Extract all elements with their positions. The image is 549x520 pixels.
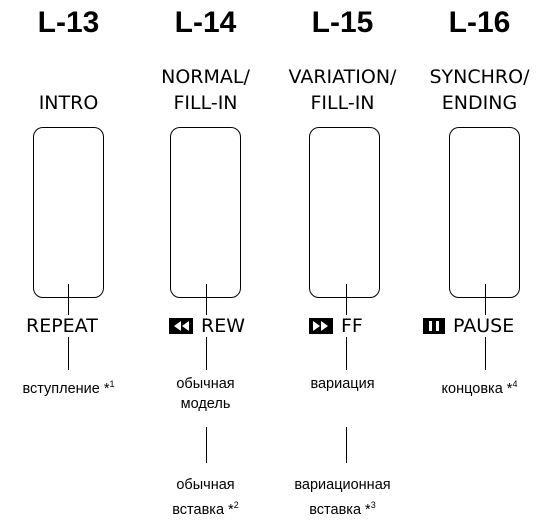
function-text: FF xyxy=(341,315,363,337)
function-text: REPEAT xyxy=(26,315,98,337)
key-number: L-15 xyxy=(311,6,374,39)
button-name-line2: ENDING xyxy=(441,92,518,114)
description-label: обычная модель xyxy=(176,376,235,412)
variation-fill-in-button[interactable] xyxy=(309,127,380,298)
description-label-lower: вариационная вставка *3 xyxy=(294,477,391,518)
key-column-l16: L-16 SYNCHRO/ ENDING PAUSE концовка *4 xyxy=(411,0,548,516)
rewind-icon xyxy=(169,318,193,334)
button-name-line2: FILL-IN xyxy=(310,92,375,114)
description-label-lower: обычная вставка *2 xyxy=(172,477,239,518)
fast-forward-icon xyxy=(309,318,333,334)
button-name-line1: VARIATION/ xyxy=(288,66,397,88)
description-label: вступление *1 xyxy=(22,379,115,397)
function-label: PAUSE xyxy=(423,313,515,339)
button-name-line2: INTRO xyxy=(38,92,99,114)
button-name-line1: SYNCHRO/ xyxy=(429,66,530,88)
function-text: REW xyxy=(201,315,245,337)
key-column-l15: L-15 VARIATION/ FILL-IN FF вариация вари… xyxy=(274,0,411,518)
synchro-ending-button[interactable] xyxy=(449,127,520,298)
button-name-line2: FILL-IN xyxy=(173,92,238,114)
function-label: REW xyxy=(169,313,245,339)
button-name-line1: NORMAL/ xyxy=(161,66,250,88)
pause-icon xyxy=(423,318,445,334)
function-label: REPEAT xyxy=(26,313,98,339)
key-number: L-14 xyxy=(174,6,237,39)
function-label: FF xyxy=(309,313,363,339)
function-text: PAUSE xyxy=(453,315,515,337)
key-number: L-16 xyxy=(448,6,511,39)
key-number: L-13 xyxy=(37,6,100,39)
normal-fill-in-button[interactable] xyxy=(170,127,241,298)
key-column-l14: L-14 NORMAL/ FILL-IN REW обычная модель … xyxy=(137,0,274,518)
intro-button[interactable] xyxy=(33,127,104,298)
leader-line-lower xyxy=(346,427,348,463)
key-column-l13: L-13 INTRO REPEAT вступление *1 xyxy=(0,0,137,516)
leader-line-lower xyxy=(206,427,208,463)
description-label: вариация xyxy=(310,376,375,392)
description-label: концовка *4 xyxy=(441,379,518,397)
